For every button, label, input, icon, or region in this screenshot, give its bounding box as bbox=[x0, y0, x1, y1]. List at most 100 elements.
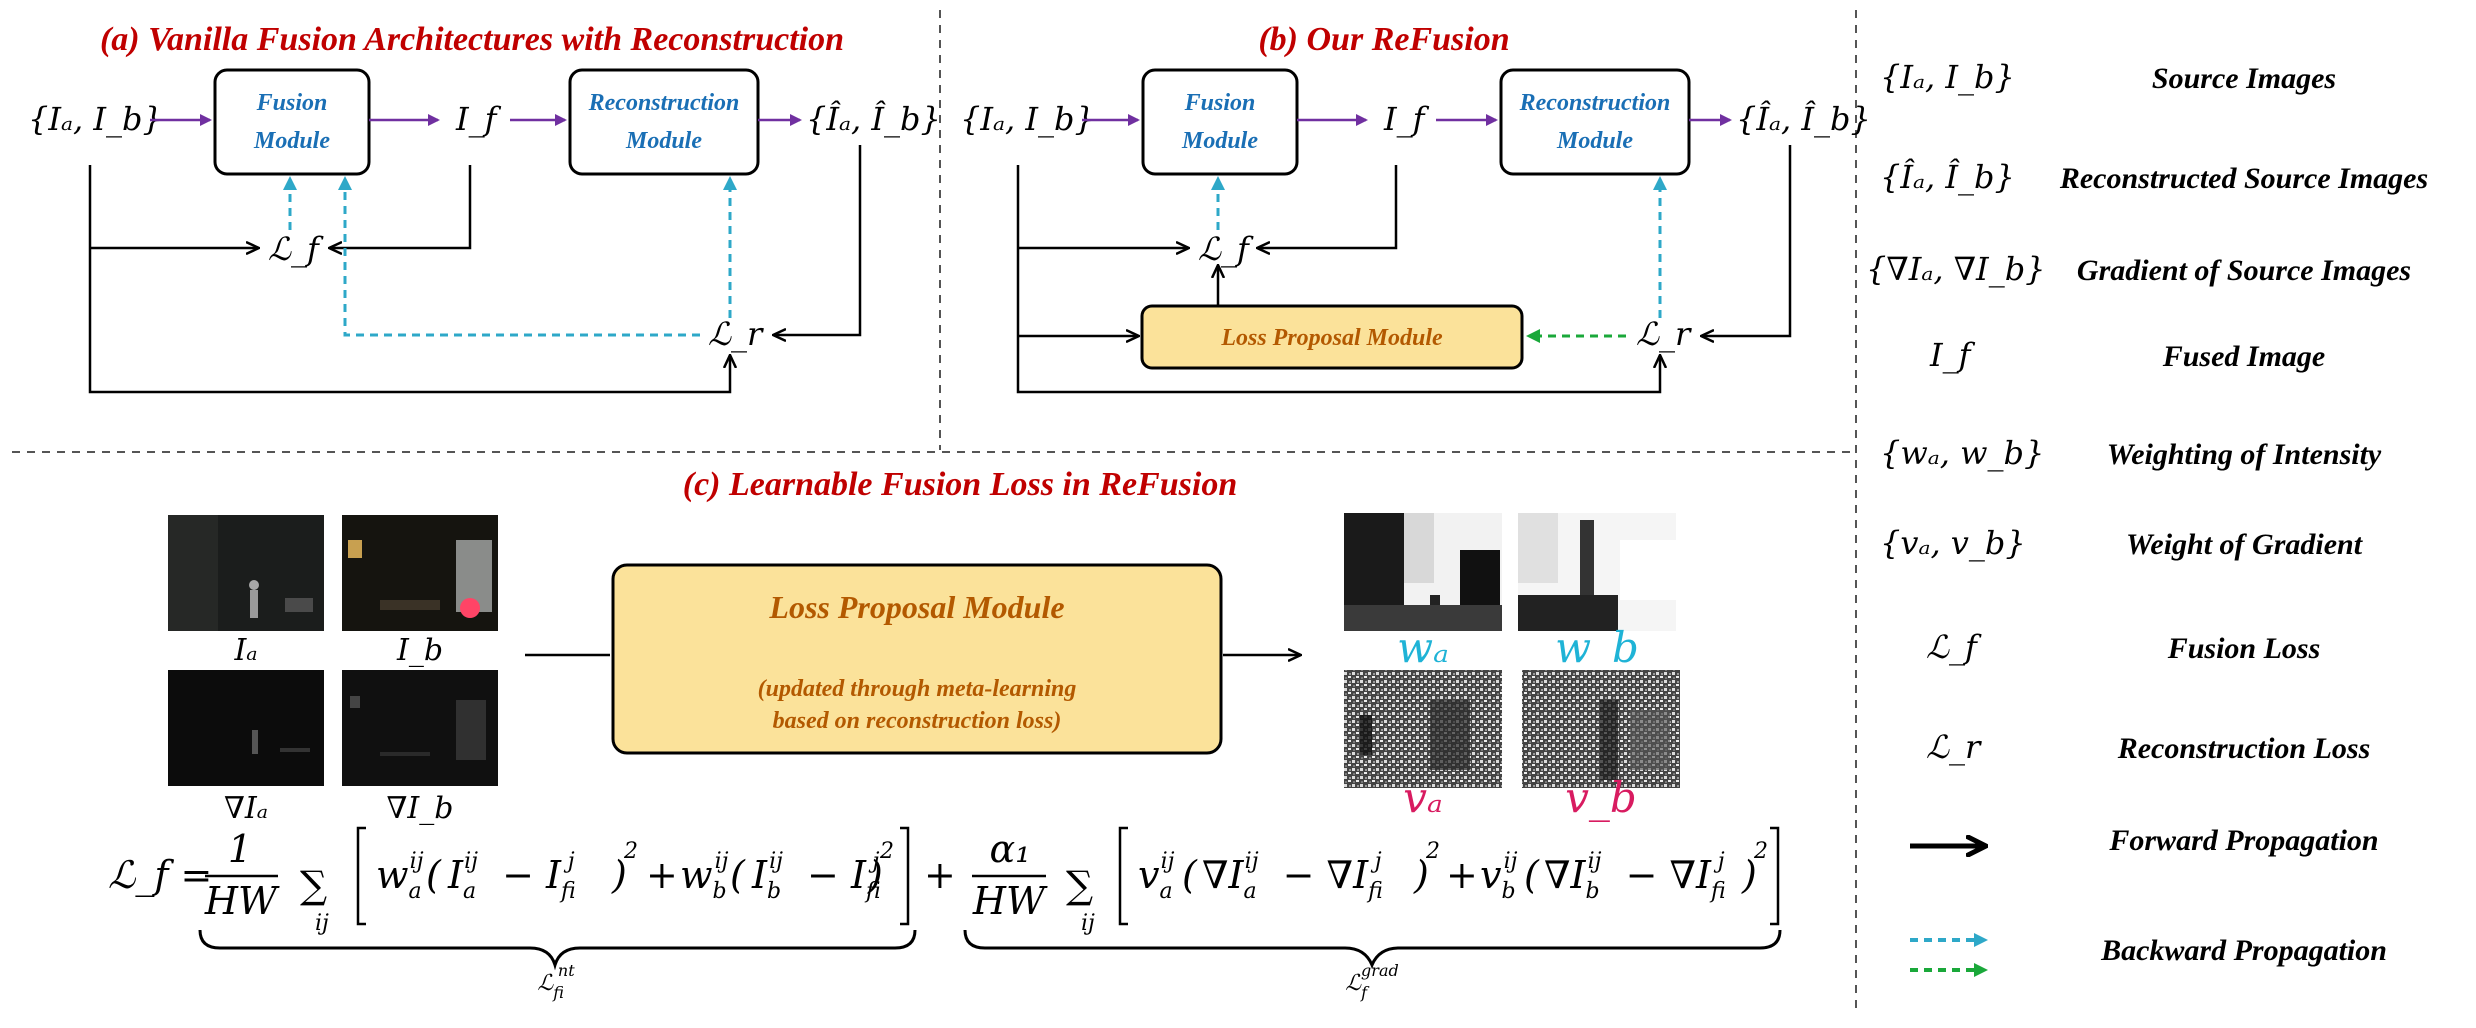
legend-label-4: Weighting of Intensity bbox=[2107, 438, 2382, 471]
caption-wb: w_b bbox=[1555, 623, 1639, 672]
thumb-va bbox=[1344, 670, 1502, 788]
a-fusion-module bbox=[213, 68, 371, 176]
eq-plus-1: + bbox=[646, 853, 678, 897]
legend-label-8: Forward Propagation bbox=[2108, 824, 2378, 857]
legend-label-2: Gradient of Source Images bbox=[2077, 254, 2411, 287]
caption-wa: wₐ bbox=[1397, 623, 1449, 672]
c-lpm-title: Loss Proposal Module bbox=[768, 589, 1064, 625]
thumb-vb bbox=[1522, 670, 1680, 788]
legend-symbol-5: {vₐ, v_b} bbox=[1880, 524, 2026, 562]
eq-frac1-num: 1 bbox=[228, 827, 252, 871]
legend-symbol-7: ℒ_r bbox=[1926, 728, 1982, 766]
eq-square-4: 2 bbox=[1753, 839, 1768, 864]
eq-plus-main: + bbox=[924, 853, 956, 897]
panel-c: (c) Learnable Fusion Loss in ReFusion Iₐ… bbox=[168, 466, 1680, 826]
eq-frac2-num: α₁ bbox=[990, 827, 1031, 871]
a-recon-module bbox=[568, 68, 760, 176]
thumb-grad-a bbox=[168, 670, 324, 786]
eq-frac1-den: HW bbox=[204, 879, 280, 923]
a-fusion-line2: Module bbox=[253, 128, 330, 154]
eq-sum1: ∑ bbox=[300, 863, 327, 907]
caption-vb: v_b bbox=[1565, 773, 1637, 822]
eq-ib-term: Ibij − Ifij bbox=[751, 849, 881, 904]
eq-paren-open-3: ( bbox=[1182, 853, 1198, 897]
b-recon-line2: Module bbox=[1556, 128, 1633, 154]
b-fusion-line2: Module bbox=[1181, 128, 1258, 154]
thumb-ib bbox=[342, 515, 498, 631]
legend-label-5: Weight of Gradient bbox=[2126, 528, 2364, 561]
legend-label-1: Reconstructed Source Images bbox=[2059, 162, 2428, 195]
eq-paren-close-4: ) bbox=[1741, 853, 1757, 897]
eq-sum2: ∑ bbox=[1066, 863, 1093, 907]
eq-paren-close-2: ) bbox=[867, 853, 883, 897]
panel-a-title: (a) Vanilla Fusion Architectures with Re… bbox=[100, 21, 844, 58]
eq-frac2-den: HW bbox=[972, 879, 1048, 923]
legend-symbol-1: {Îₐ, Î_b} bbox=[1880, 158, 2015, 196]
eq-paren-open-4: ( bbox=[1524, 853, 1540, 897]
legend-label-9: Backward Propagation bbox=[2100, 934, 2387, 967]
panel-c-title: (c) Learnable Fusion Loss in ReFusion bbox=[683, 466, 1237, 503]
eq-square-2: 2 bbox=[879, 839, 894, 864]
caption-grad-b: ∇I_b bbox=[386, 791, 453, 826]
eq-sum2-sub: ij bbox=[1081, 911, 1095, 936]
a-source-label: {Iₐ, I_b} bbox=[28, 100, 163, 138]
eq-square-3: 2 bbox=[1425, 839, 1440, 864]
legend-label-3: Fused Image bbox=[2162, 340, 2326, 373]
a-recon-line1: Reconstruction bbox=[588, 90, 740, 116]
legend-symbol-4: {wₐ, w_b} bbox=[1880, 434, 2044, 472]
b-fusion-line1: Fusion bbox=[1184, 90, 1256, 116]
b-recon-output: {Îₐ, Î_b} bbox=[1736, 100, 1871, 138]
legend-symbol-6: ℒ_f bbox=[1926, 628, 1982, 666]
c-lpm-note1: (updated through meta-learning bbox=[758, 676, 1077, 702]
b-loss-proposal-module bbox=[1140, 304, 1524, 370]
thumb-wa bbox=[1344, 513, 1502, 631]
thumb-wb bbox=[1518, 513, 1676, 631]
eq-square-1: 2 bbox=[623, 839, 638, 864]
panel-b-title: (b) Our ReFusion bbox=[1258, 21, 1509, 58]
a-fusion-line1: Fusion bbox=[256, 90, 328, 116]
eq-ia-term: Iaij − Ifij bbox=[447, 849, 576, 904]
eq-grad-b-term: ∇Ibij − ∇Ifij bbox=[1544, 849, 1726, 904]
c-loss-proposal-module bbox=[611, 563, 1223, 755]
b-lpm-label: Loss Proposal Module bbox=[1220, 325, 1443, 351]
a-recon-output: {Îₐ, Î_b} bbox=[806, 100, 941, 138]
eq-lhs: ℒ_f = bbox=[108, 853, 212, 898]
legend-symbol-2: {∇Iₐ, ∇I_b} bbox=[1866, 250, 2046, 288]
b-recon-module bbox=[1499, 68, 1691, 176]
b-source-label: {Iₐ, I_b} bbox=[960, 100, 1095, 138]
eq-paren-open-1: ( bbox=[426, 853, 442, 897]
eq-sum1-sub: ij bbox=[315, 911, 329, 936]
caption-ia: Iₐ bbox=[233, 633, 257, 668]
eq-wa: waij bbox=[376, 849, 424, 904]
legend: {Iₐ, I_b} Source Images {Îₐ, Î_b} Recons… bbox=[1866, 58, 2428, 977]
eq-paren-close-3: ) bbox=[1413, 853, 1429, 897]
b-lf-label: ℒ_f bbox=[1198, 230, 1254, 268]
eq-va: vaij bbox=[1138, 849, 1175, 904]
a-lf-label: ℒ_f bbox=[268, 230, 324, 268]
eq-vb: vbij bbox=[1480, 849, 1518, 904]
eq-paren-close-1: ) bbox=[611, 853, 627, 897]
a-fused-label: I_f bbox=[455, 100, 502, 138]
eq-paren-open-2: ( bbox=[730, 853, 746, 897]
legend-symbol-0: {Iₐ, I_b} bbox=[1880, 58, 2015, 96]
b-lr-label: ℒ_r bbox=[1636, 315, 1692, 353]
thumb-ia bbox=[168, 515, 324, 631]
b-fusion-module bbox=[1141, 68, 1299, 176]
eq-grad-a-term: ∇Iaij − ∇Ifij bbox=[1202, 849, 1383, 904]
legend-symbol-3: I_f bbox=[1929, 336, 1976, 374]
c-lpm-note2: based on reconstruction loss) bbox=[773, 708, 1062, 734]
legend-label-6: Fusion Loss bbox=[2167, 632, 2321, 665]
b-recon-line1: Reconstruction bbox=[1519, 90, 1671, 116]
fusion-loss-equation: ℒ_f = 1 HW ∑ ij waij ( Iaij − Ifij ) 2 +… bbox=[108, 826, 1782, 1002]
eq-brace1-label: ℒfint bbox=[537, 961, 575, 1002]
a-recon-line2: Module bbox=[625, 128, 702, 154]
panel-a: (a) Vanilla Fusion Architectures with Re… bbox=[28, 21, 941, 394]
eq-plus-2: + bbox=[1446, 853, 1478, 897]
caption-grad-a: ∇Iₐ bbox=[224, 791, 268, 826]
caption-va: vₐ bbox=[1403, 773, 1443, 822]
panel-b: (b) Our ReFusion {Iₐ, I_b} Fusion Module… bbox=[960, 21, 1871, 394]
b-fused-label: I_f bbox=[1383, 100, 1430, 138]
caption-ib: I_b bbox=[396, 633, 443, 668]
eq-brace2-label: ℒfgrad bbox=[1345, 961, 1398, 1002]
